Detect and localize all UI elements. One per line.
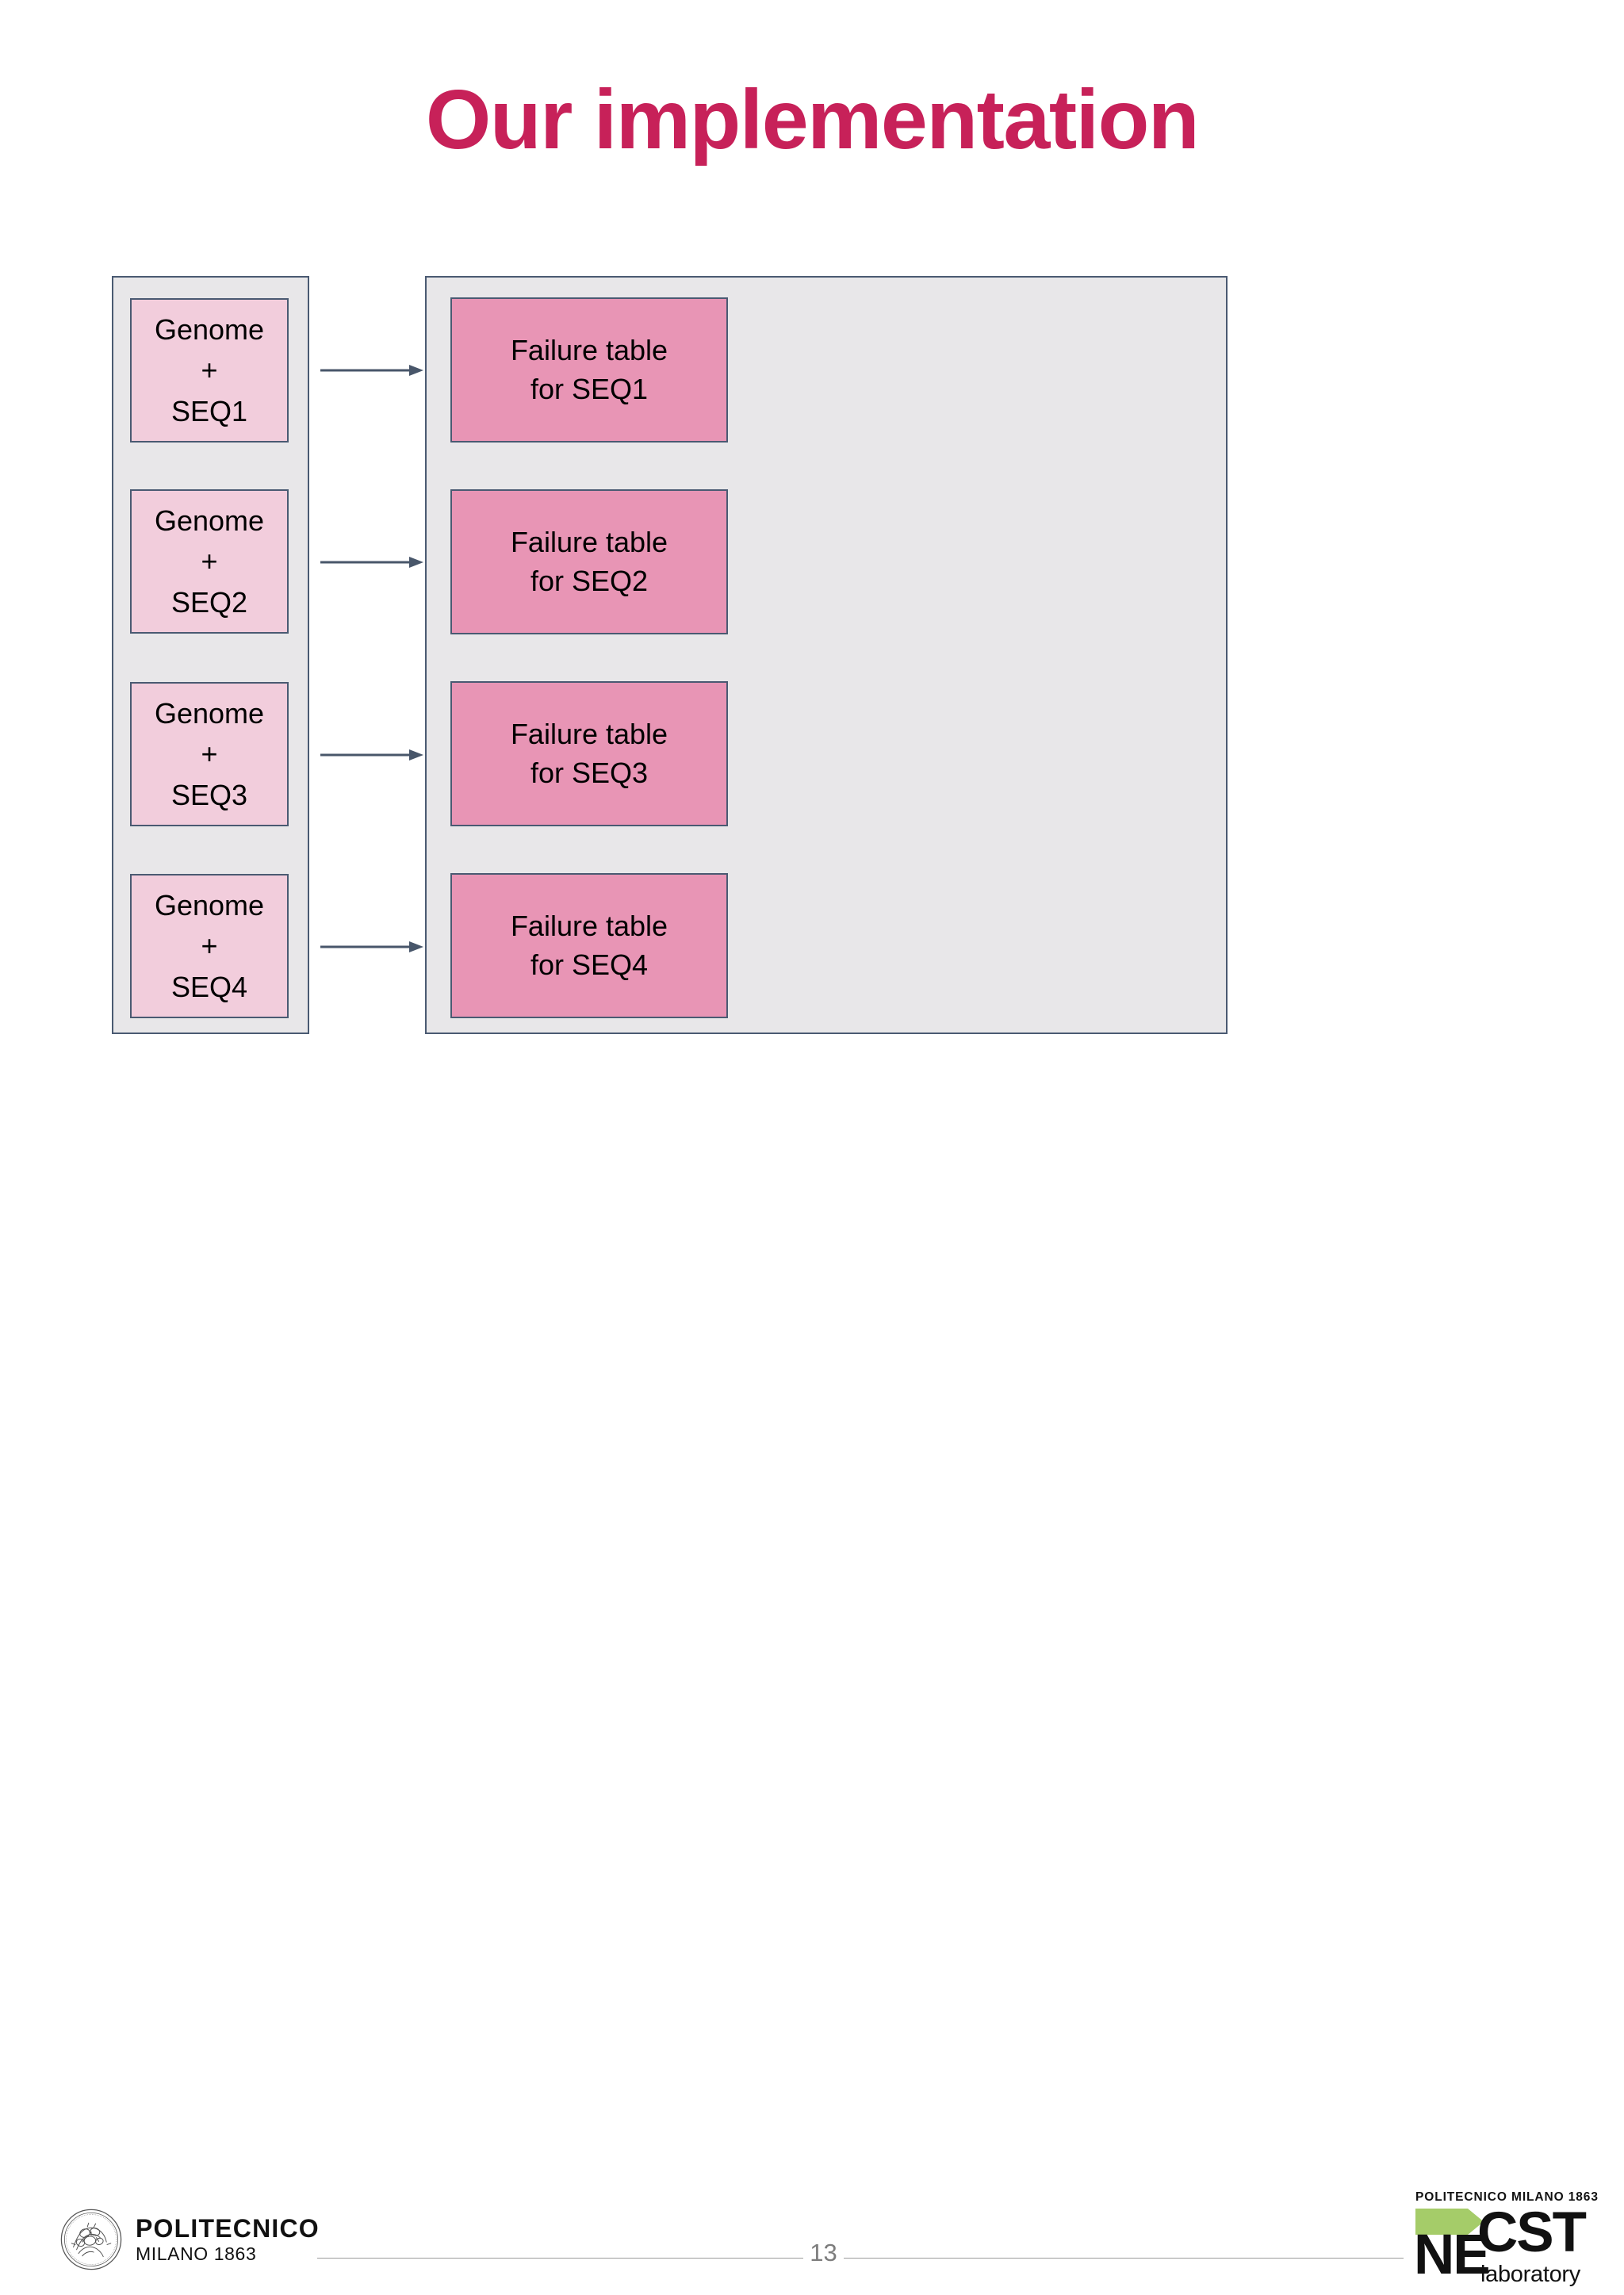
necst-top-line: POLITECNICO MILANO 1863 — [1415, 2190, 1599, 2204]
genome-box-seq1-line2: + — [201, 354, 218, 387]
page-number: 13 — [810, 2239, 837, 2266]
genome-box-seq4-line1: Genome — [154, 889, 265, 922]
genome-box-seq4[interactable]: Genome + SEQ4 — [130, 874, 289, 1018]
genome-box-seq3-line3: SEQ3 — [170, 778, 248, 811]
failure-table-box-seq4[interactable]: Failure table for SEQ4 — [450, 873, 728, 1018]
footer-rule-left — [317, 2258, 803, 2259]
necst-logo: POLITECNICO MILANO 1863 NE CST laborator… — [1414, 2190, 1598, 2295]
genome-box-seq1[interactable]: Genome + SEQ1 — [130, 298, 289, 443]
genome-box-seq2-line1: Genome — [154, 504, 265, 538]
genome-box-seq4-line3: SEQ4 — [170, 970, 248, 1003]
politecnico-name: POLITECNICO — [136, 2214, 320, 2243]
footer-rule-right — [844, 2258, 1404, 2259]
genome-box-seq2-line2: + — [201, 545, 218, 578]
failure-table-box-seq2[interactable]: Failure table for SEQ2 — [450, 489, 728, 634]
politecnico-wordmark: POLITECNICO MILANO 1863 — [136, 2216, 320, 2263]
failure-table-box-seq4-line1: Failure table — [510, 910, 668, 943]
genome-box-seq3-line1: Genome — [154, 697, 265, 730]
arrow-seq1 — [320, 361, 431, 380]
arrow-seq2 — [320, 553, 431, 572]
arrow-seq4 — [320, 937, 431, 956]
genome-box-seq4-line2: + — [201, 929, 218, 963]
slide-footer: POLITECNICO MILANO 1863 13 POLITECNICO M… — [0, 1094, 1624, 2286]
politecnico-seal-icon — [60, 2209, 122, 2270]
failure-table-box-seq1-line2: for SEQ1 — [530, 372, 649, 405]
page-title: Our implementation — [425, 73, 1200, 167]
genome-box-seq2[interactable]: Genome + SEQ2 — [130, 489, 289, 634]
implementation-diagram: Genome + SEQ1 Genome + SEQ2 Genome + SEQ… — [112, 276, 1228, 1034]
genome-box-seq1-line3: SEQ1 — [170, 394, 248, 427]
necst-mark-cst: CST — [1477, 2201, 1587, 2264]
arrow-seq3 — [320, 745, 431, 764]
failure-table-box-seq2-line2: for SEQ2 — [530, 564, 649, 597]
politecnico-subtitle: MILANO 1863 — [136, 2243, 257, 2264]
failure-table-box-seq4-line2: for SEQ4 — [530, 948, 649, 981]
genome-box-seq3[interactable]: Genome + SEQ3 — [130, 682, 289, 826]
politecnico-logo: POLITECNICO MILANO 1863 — [59, 2208, 320, 2271]
failure-table-box-seq2-line1: Failure table — [510, 526, 668, 559]
genome-box-seq3-line2: + — [201, 738, 218, 771]
failure-table-box-seq1[interactable]: Failure table for SEQ1 — [450, 297, 728, 443]
necst-laboratory-label: laboratory — [1480, 2262, 1580, 2287]
genome-box-seq1-line1: Genome — [154, 313, 265, 347]
failure-table-box-seq3-line1: Failure table — [510, 718, 668, 751]
failure-table-box-seq3[interactable]: Failure table for SEQ3 — [450, 681, 728, 826]
failure-table-box-seq1-line1: Failure table — [510, 334, 668, 367]
genome-box-seq2-line3: SEQ2 — [170, 585, 248, 619]
failure-table-box-seq3-line2: for SEQ3 — [530, 756, 649, 789]
